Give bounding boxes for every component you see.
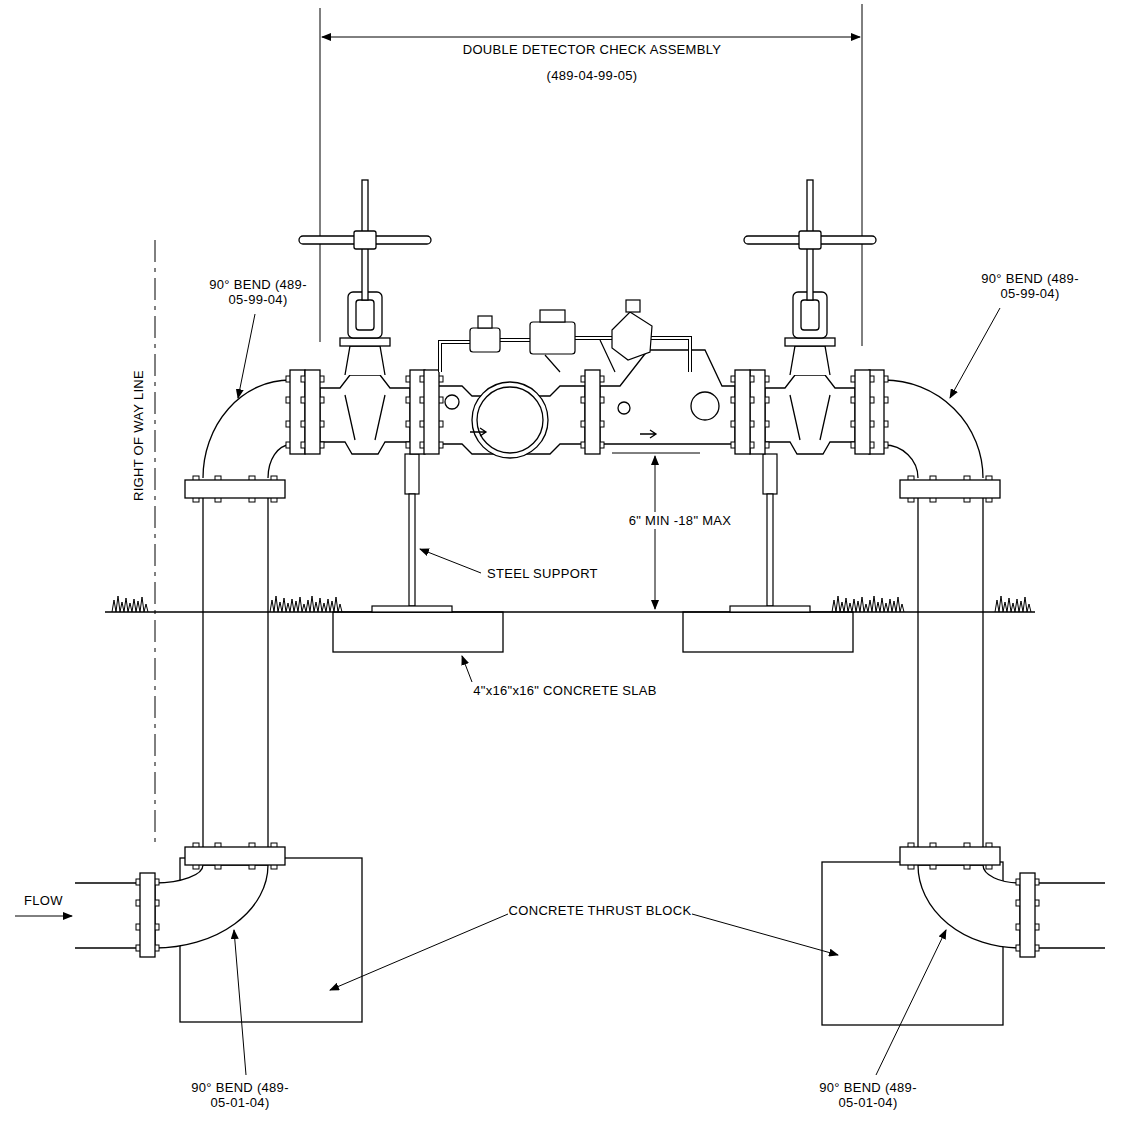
callout-label: 4"x16"x16" CONCRETE SLAB [473,683,657,698]
flow-label: FLOW [24,893,63,908]
callout-label: CONCRETE THRUST BLOCK [509,903,692,918]
part-number: (489-04-99-05) [547,68,638,83]
callout-label: STEEL SUPPORT [487,566,598,581]
dimension-label: 6" MIN -18" MAX [626,512,735,529]
callout-label: 90° BEND (489-05-01-04) [812,1080,924,1110]
callout-label: 90° BEND (489-05-01-04) [184,1080,296,1110]
callout-label: 90° BEND (489-05-99-04) [202,277,314,307]
dimension-label: DOUBLE DETECTOR CHECK ASSEMBLY [463,42,721,57]
callout-label: 90° BEND (489-05-99-04) [974,271,1086,301]
boundary-label: RIGHT OF WAY LINE [132,369,147,500]
